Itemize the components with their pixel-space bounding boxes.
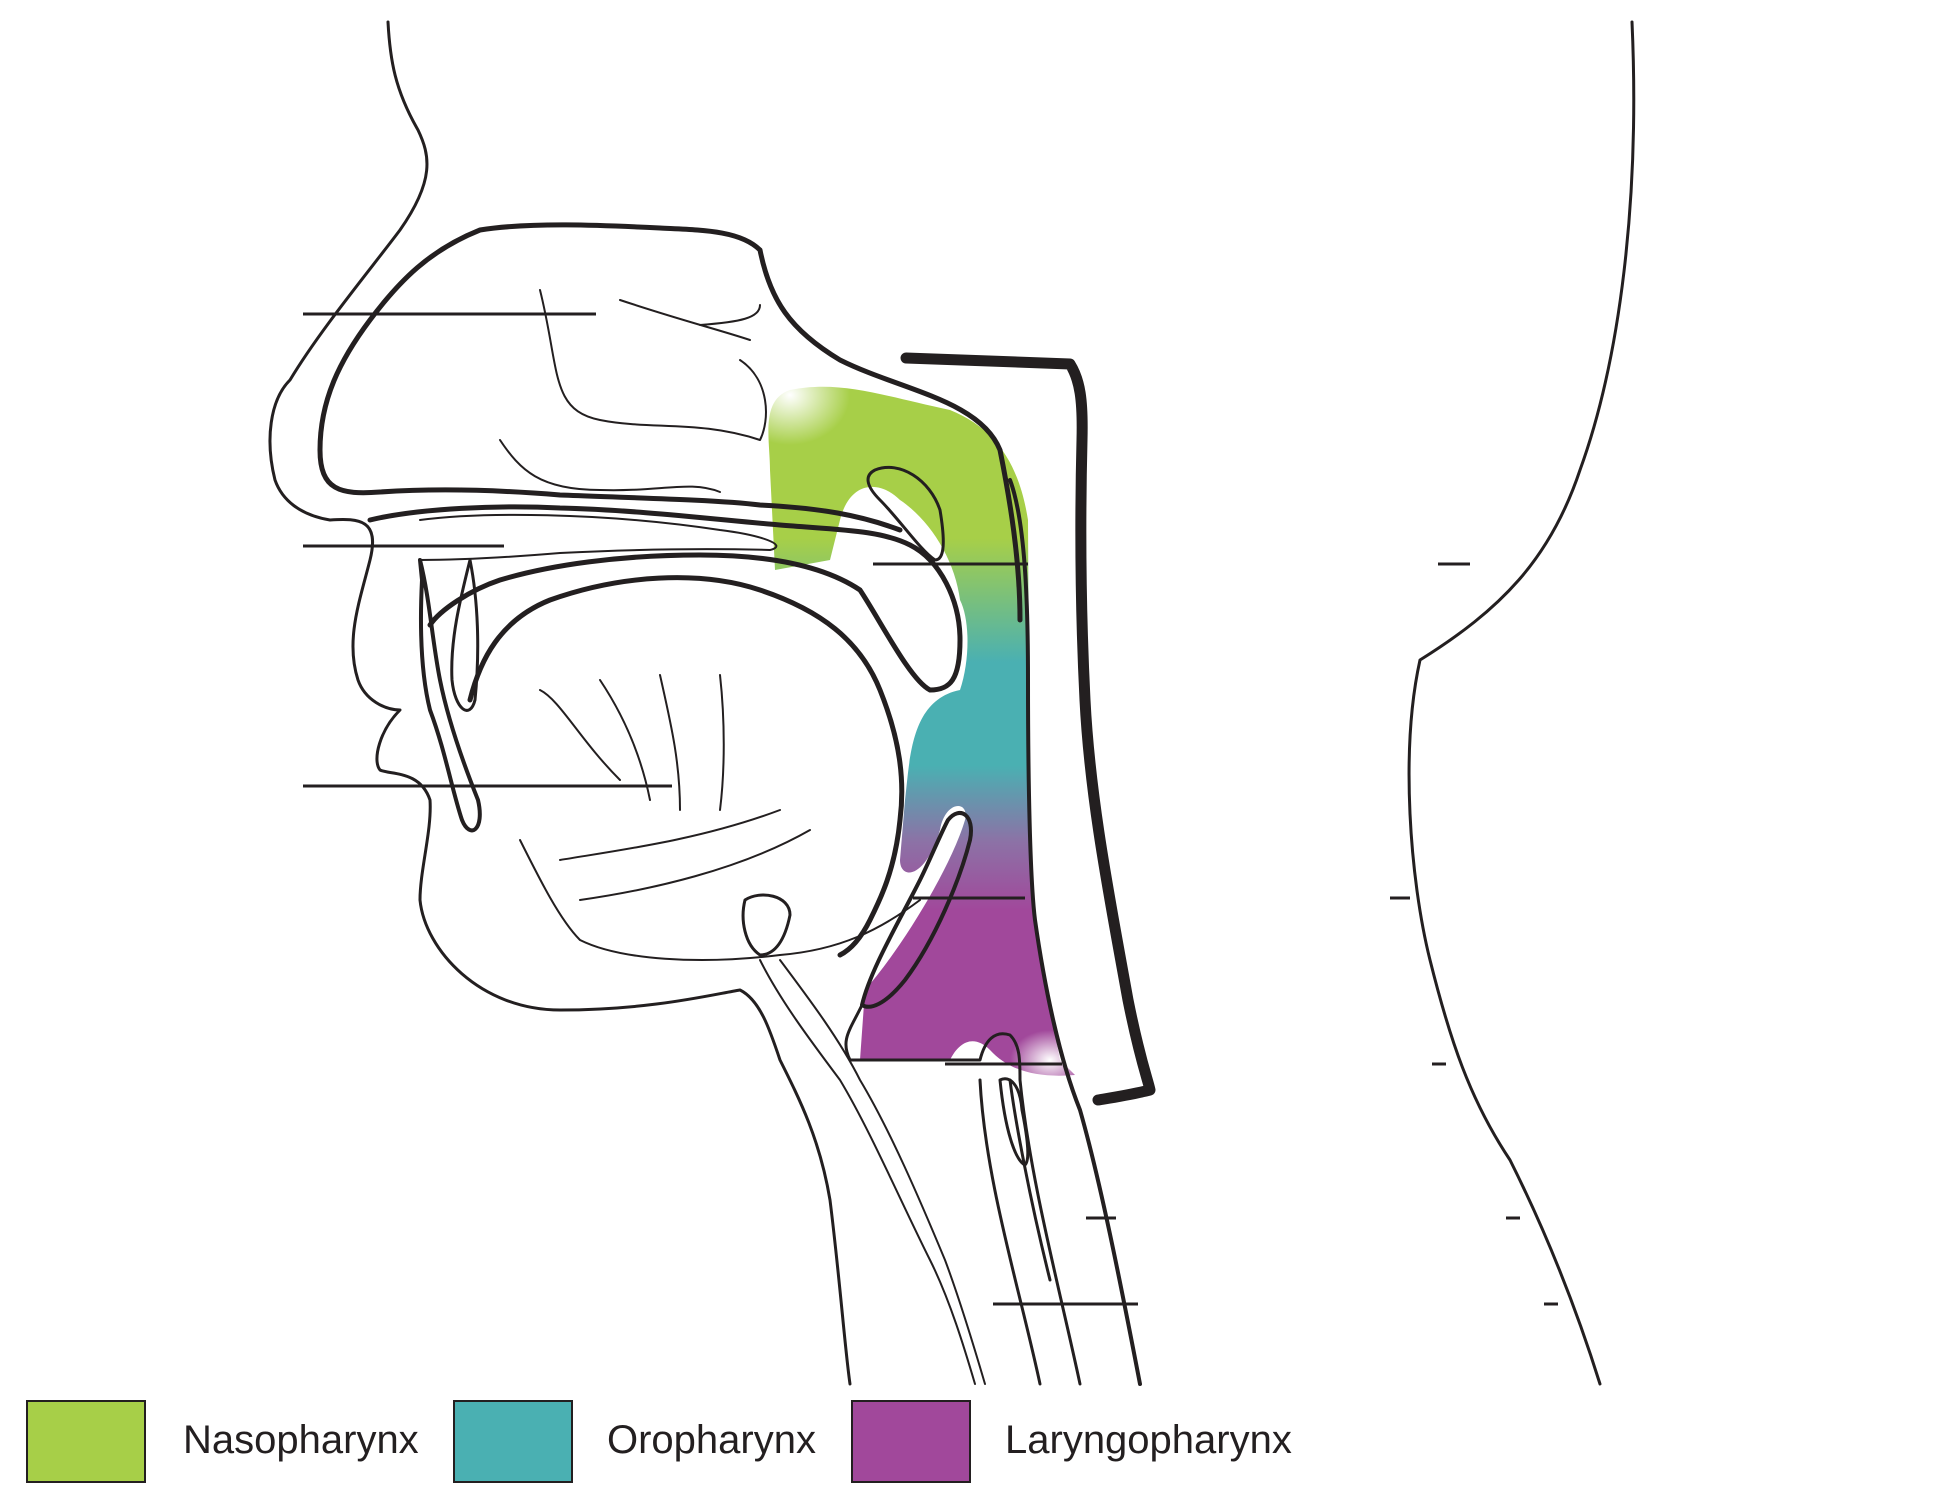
spinal-cord-front — [759, 959, 976, 1385]
uvula — [866, 465, 945, 562]
hard-palate — [367, 504, 963, 693]
mouth-floor — [519, 839, 921, 961]
legend-swatch-oropharynx — [453, 1400, 573, 1483]
face-profile — [268, 20, 852, 1386]
spinal-cord-back — [779, 959, 986, 1385]
legend-swatch-laryngopharynx — [851, 1400, 971, 1483]
legend-label-nasopharynx: Nasopharynx — [183, 1418, 419, 1462]
leader-lines — [303, 312, 1558, 1306]
pharynx-colored-region — [730, 345, 1090, 1090]
lower-teeth — [450, 558, 480, 712]
nasal-cavity — [317, 222, 1023, 623]
bottom-fade — [1010, 1030, 1090, 1090]
hyoid-bone — [741, 893, 792, 957]
epiglottis — [860, 811, 973, 1009]
pharynx-wall-bar — [900, 352, 1156, 1106]
posterior-pharyngeal-wall — [1008, 478, 1142, 1386]
neck-back — [1407, 20, 1636, 1386]
legend-label-laryngopharynx: Laryngopharynx — [1005, 1418, 1292, 1462]
legend: Nasopharynx Oropharynx Laryngopharynx — [0, 1392, 1956, 1496]
anatomy-outlines — [268, 20, 1636, 1386]
top-fade — [730, 345, 850, 445]
tongue-fibers — [539, 674, 811, 901]
upper-lip-teeth — [418, 558, 482, 833]
nasal-conchae — [499, 289, 767, 493]
legend-swatch-nasopharynx — [26, 1400, 146, 1483]
trachea-ring — [998, 1077, 1030, 1167]
legend-label-oropharynx: Oropharynx — [607, 1418, 816, 1462]
palate-inner — [419, 513, 778, 561]
tongue — [467, 575, 905, 958]
